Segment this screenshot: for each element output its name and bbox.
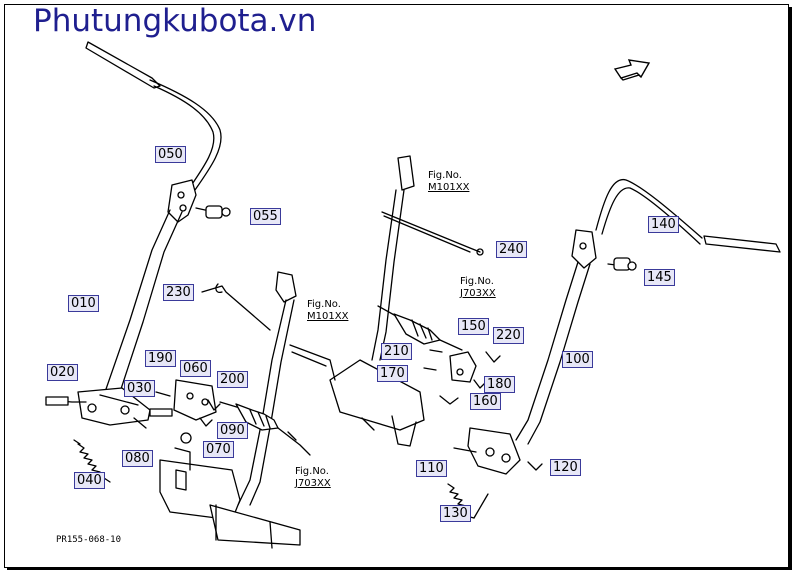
drawing-code: PR155-068-10 bbox=[56, 535, 122, 545]
right-lever-100 bbox=[467, 179, 781, 475]
fig-ref-label: Fig.No. bbox=[295, 466, 329, 477]
frame-shadow-bottom bbox=[7, 567, 792, 570]
part-120-callout[interactable]: 120 bbox=[550, 459, 581, 476]
part-040-callout[interactable]: 040 bbox=[74, 472, 105, 489]
part-020-callout[interactable]: 020 bbox=[47, 364, 78, 381]
arrow-icon bbox=[613, 59, 651, 81]
part-130-callout[interactable]: 130 bbox=[440, 505, 471, 522]
site-title: Phutungkubota.vn bbox=[33, 3, 317, 39]
part-210-callout[interactable]: 210 bbox=[381, 343, 412, 360]
fig-ref-left-cable[interactable]: Fig.No. J703XX bbox=[295, 466, 331, 490]
part-070-callout[interactable]: 070 bbox=[203, 441, 234, 458]
part-030-callout[interactable]: 030 bbox=[124, 380, 155, 397]
left-bolt-055 bbox=[195, 205, 231, 219]
fig-ref-center-upper[interactable]: Fig.No. M101XX bbox=[428, 170, 469, 194]
center-cable bbox=[377, 305, 463, 351]
fig-ref-code: J703XX bbox=[460, 288, 496, 299]
fig-ref-label: Fig.No. bbox=[460, 276, 494, 287]
part-145-callout[interactable]: 145 bbox=[644, 269, 675, 286]
part-080-callout[interactable]: 080 bbox=[122, 450, 153, 467]
fig-ref-code: J703XX bbox=[295, 478, 331, 489]
part-055-callout[interactable]: 055 bbox=[250, 208, 281, 225]
part-140-callout[interactable]: 140 bbox=[648, 216, 679, 233]
fig-ref-center-cable[interactable]: Fig.No. J703XX bbox=[460, 276, 496, 300]
part-180-callout[interactable]: 180 bbox=[484, 376, 515, 393]
left-control-assembly bbox=[159, 271, 301, 549]
left-lever-010 bbox=[45, 41, 222, 426]
left-small-parts bbox=[133, 391, 221, 429]
fig-ref-code: M101XX bbox=[428, 182, 470, 193]
frame-shadow-right bbox=[789, 7, 792, 570]
part-190-callout[interactable]: 190 bbox=[145, 350, 176, 367]
fig-ref-label: Fig.No. bbox=[428, 170, 462, 181]
part-220-callout[interactable]: 220 bbox=[493, 327, 524, 344]
fig-ref-code: M101XX bbox=[307, 311, 349, 322]
center-small-parts bbox=[423, 349, 501, 405]
right-small-parts bbox=[453, 257, 637, 471]
center-lever bbox=[289, 155, 484, 447]
part-160-callout[interactable]: 160 bbox=[470, 393, 501, 410]
part-010-callout[interactable]: 010 bbox=[68, 295, 99, 312]
fig-ref-left-upper[interactable]: Fig.No. M101XX bbox=[307, 299, 348, 323]
part-050-callout[interactable]: 050 bbox=[155, 146, 186, 163]
part-170-callout[interactable]: 170 bbox=[377, 365, 408, 382]
part-240-callout[interactable]: 240 bbox=[496, 241, 527, 258]
part-100-callout[interactable]: 100 bbox=[562, 351, 593, 368]
fig-ref-label: Fig.No. bbox=[307, 299, 341, 310]
part-150-callout[interactable]: 150 bbox=[458, 318, 489, 335]
left-rod-230 bbox=[201, 283, 271, 331]
part-110-callout[interactable]: 110 bbox=[416, 460, 447, 477]
part-090-callout[interactable]: 090 bbox=[217, 422, 248, 439]
part-230-callout[interactable]: 230 bbox=[163, 284, 194, 301]
part-200-callout[interactable]: 200 bbox=[217, 371, 248, 388]
left-cable bbox=[219, 401, 311, 456]
part-060-callout[interactable]: 060 bbox=[180, 360, 211, 377]
